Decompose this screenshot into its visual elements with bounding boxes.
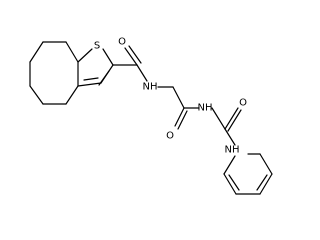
oxygen-atom-label-amide-1: O — [118, 37, 126, 48]
nitrogen-atom-label-1: NH — [143, 82, 158, 93]
bonds — [29, 41, 273, 195]
bond — [177, 110, 188, 130]
bond — [259, 153, 273, 175]
bond — [223, 173, 237, 195]
bond — [29, 41, 44, 63]
bond — [211, 107, 226, 130]
bond — [128, 45, 142, 64]
bond — [136, 64, 148, 82]
bond — [174, 107, 185, 127]
bond — [224, 128, 236, 146]
bond — [228, 174, 240, 191]
bond — [124, 47, 138, 66]
bond — [256, 174, 268, 191]
oxygen-atom-label-amide-3: O — [239, 98, 247, 109]
oxygen-atom-label-amide-2: O — [166, 131, 174, 142]
bond — [65, 85, 79, 105]
nitrogen-atom-label-3: NH — [225, 145, 240, 156]
bond — [83, 77, 99, 81]
bond — [77, 82, 102, 87]
bond — [98, 70, 110, 86]
bond — [259, 173, 273, 195]
molecule-structure-diagram: S O NH O NH O NH — [29, 37, 273, 195]
atom-labels: S O NH O NH O NH — [94, 37, 247, 156]
sulfur-atom-label: S — [94, 41, 100, 52]
bond — [223, 155, 236, 175]
nitrogen-atom-label-2: NH — [198, 103, 213, 114]
bond — [65, 41, 79, 63]
bond — [172, 86, 185, 109]
bond — [227, 109, 242, 132]
bond — [224, 107, 239, 130]
bond — [29, 85, 44, 105]
bond — [77, 48, 93, 63]
bond — [102, 48, 114, 66]
